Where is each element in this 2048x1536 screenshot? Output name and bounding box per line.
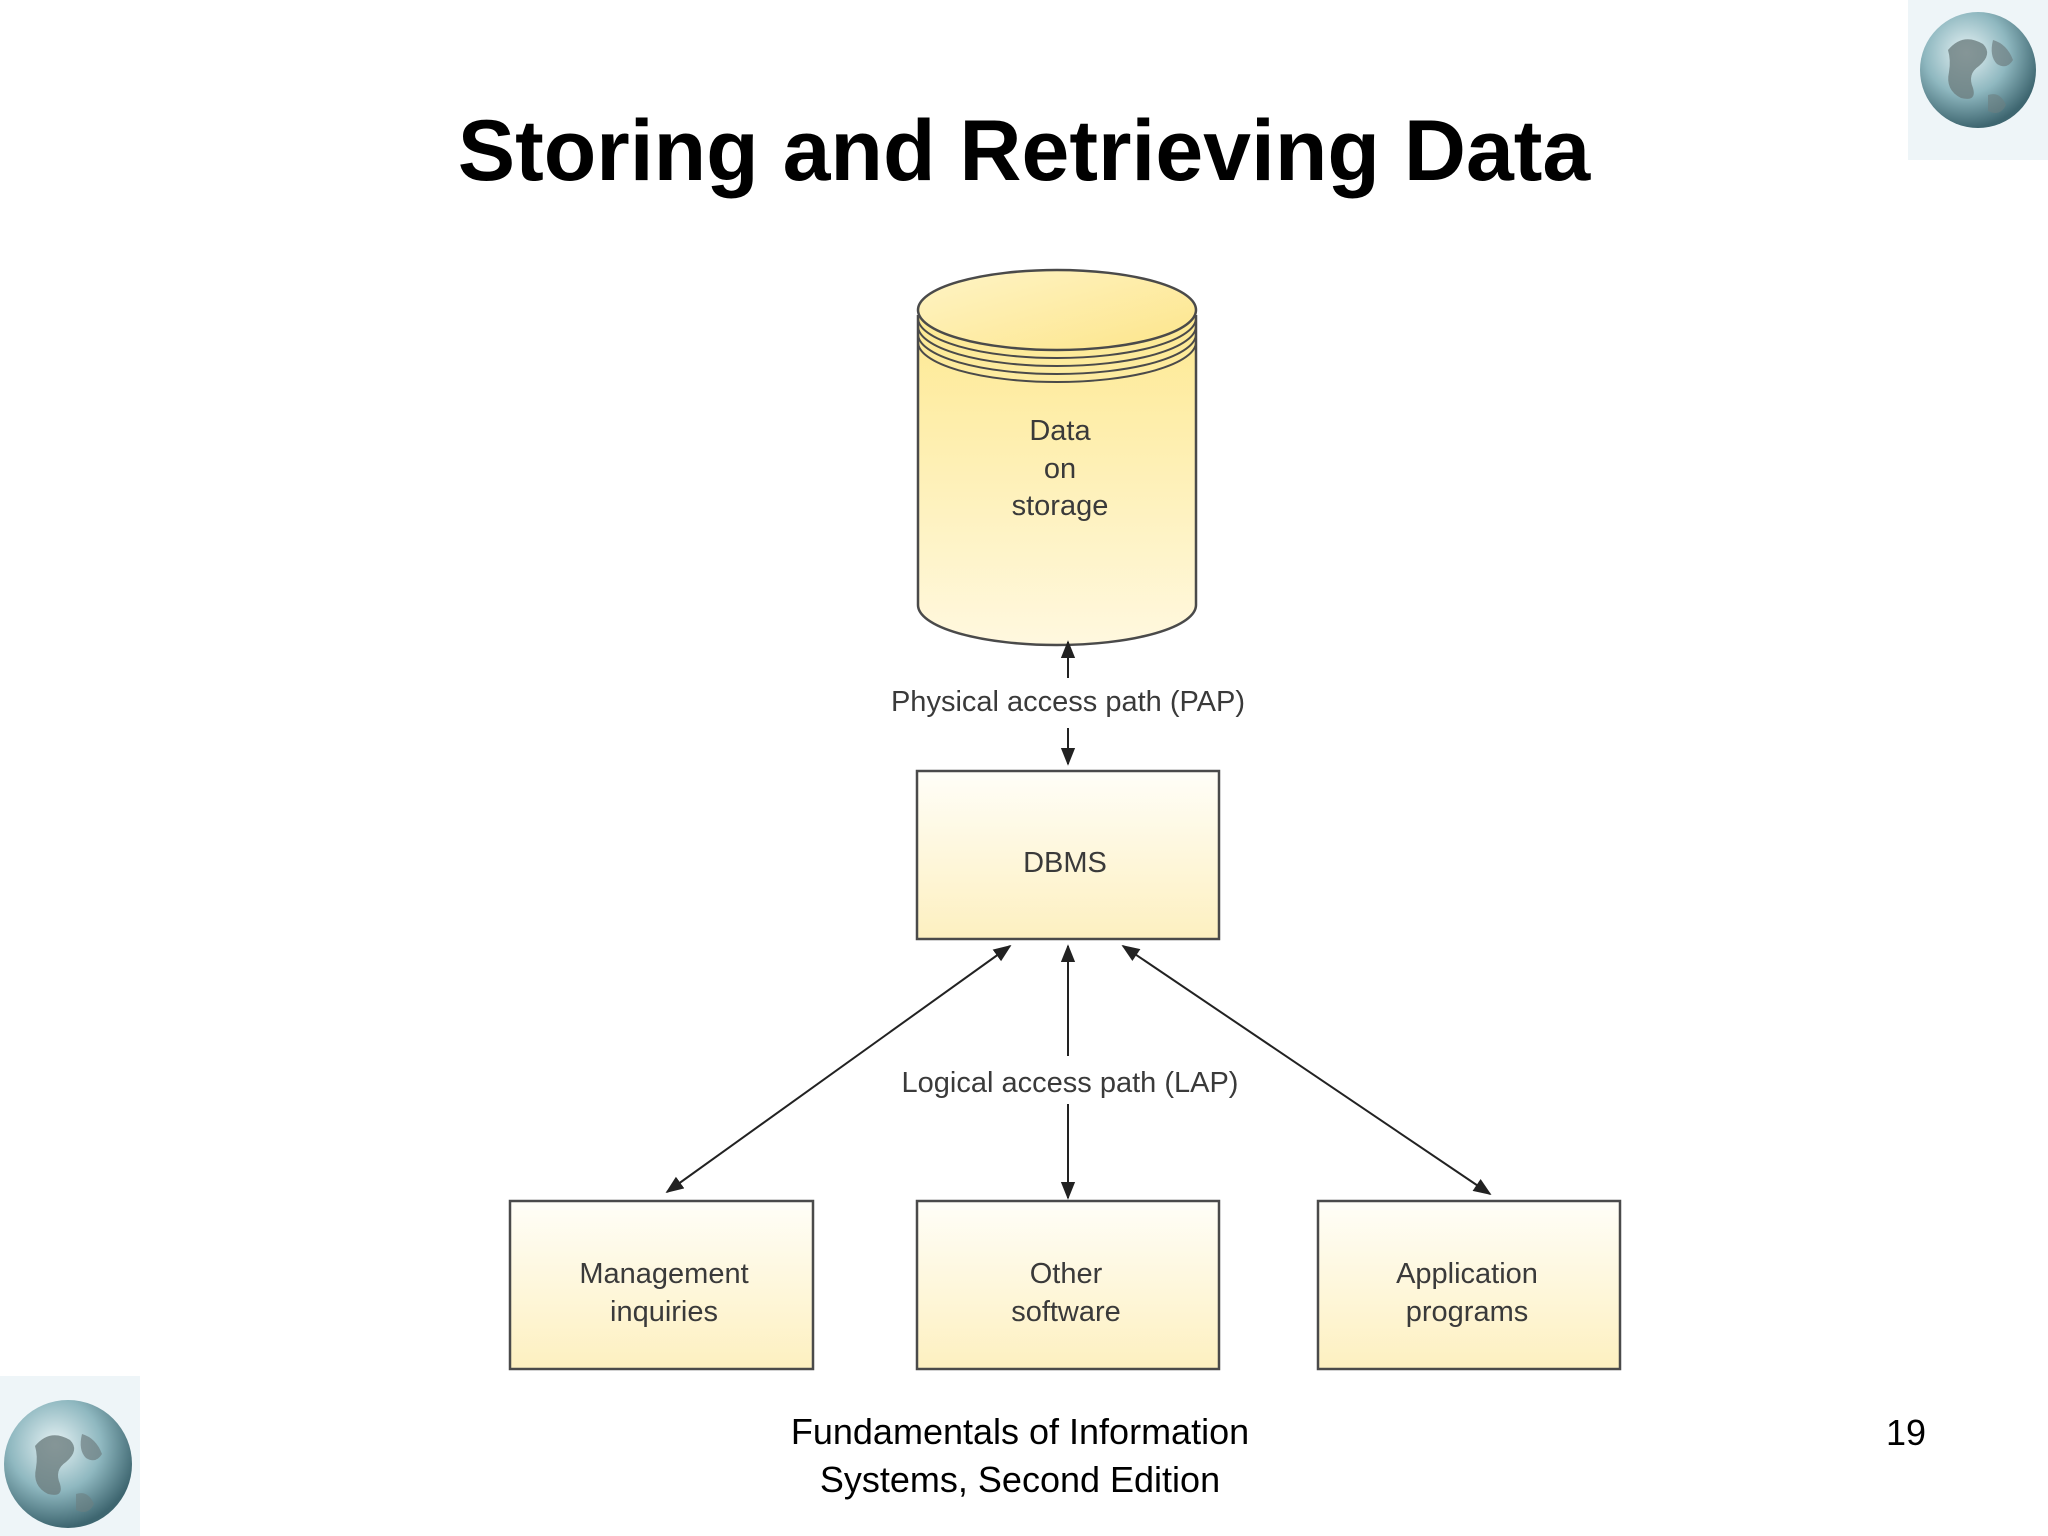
- slide-footer: Fundamentals of Information Systems, Sec…: [660, 1408, 1380, 1504]
- lap-arrow-right: [1121, 944, 1492, 1196]
- management-inquiries-line2: inquiries: [610, 1296, 718, 1328]
- dbms-box: DBMS: [915, 769, 1221, 941]
- storage-label-line2: on: [1044, 453, 1076, 485]
- footer-line2: Systems, Second Edition: [819, 1459, 1221, 1500]
- application-programs-line2: programs: [1406, 1296, 1529, 1328]
- footer-line1: Fundamentals of Information: [790, 1411, 1250, 1452]
- slide-title: Storing and Retrieving Data: [457, 103, 1591, 199]
- globe-icon: [1908, 0, 2048, 160]
- pap-label: Physical access path (PAP): [891, 686, 1245, 718]
- lap-label: Logical access path (LAP): [902, 1067, 1239, 1099]
- management-inquiries-line1: Management: [579, 1258, 748, 1290]
- storage-label-line1: Data: [1029, 415, 1091, 447]
- management-inquiries-box: Management inquiries: [508, 1199, 815, 1371]
- application-programs-line1: Application: [1396, 1258, 1538, 1290]
- page-number: 19: [1885, 1412, 1926, 1453]
- lap-arrow-left: [665, 944, 1012, 1194]
- other-software-line2: software: [1011, 1296, 1121, 1328]
- other-software-line1: Other: [1030, 1258, 1103, 1290]
- application-programs-box: Application programs: [1316, 1199, 1622, 1371]
- data-storage-cylinder: Data on storage: [916, 268, 1198, 647]
- dbms-label: DBMS: [1023, 847, 1107, 879]
- other-software-box: Other software: [915, 1199, 1221, 1371]
- storage-label-line3: storage: [1012, 490, 1109, 522]
- globe-icon: [0, 1376, 140, 1536]
